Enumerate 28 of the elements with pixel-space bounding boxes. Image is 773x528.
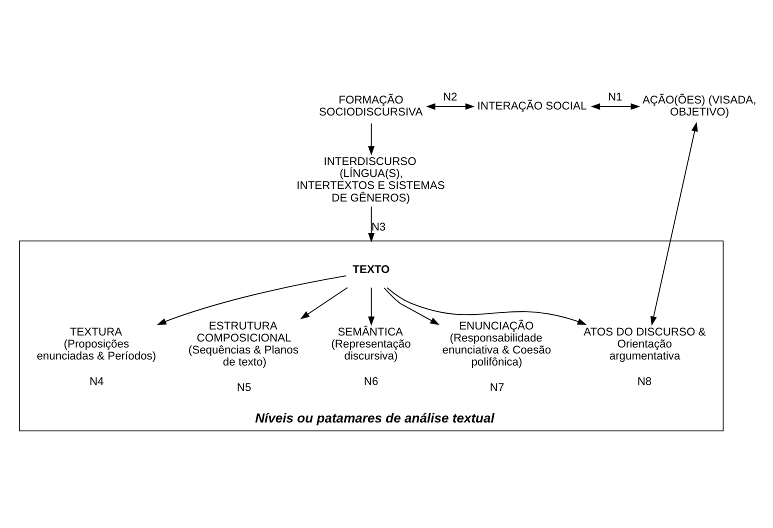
node-label: N6 <box>364 376 378 388</box>
node-text: SEMÂNTICA (Representação discursiva) <box>331 326 411 363</box>
node-text: TEXTURA (Proposições enunciadas & Períodos) <box>36 326 156 363</box>
edge-label: N3 <box>371 221 386 234</box>
arrow <box>384 287 440 326</box>
node-text: INTERAÇÃO SOCIAL <box>477 100 587 112</box>
node-text: AÇÃO(ÕES) (VISADA, OBJETIVO) <box>642 94 756 118</box>
arrow <box>368 287 375 326</box>
node-text: ATOS DO DISCURSO & Orientação argumentativa <box>584 326 706 363</box>
arrow <box>368 122 375 156</box>
node-text: ESTRUTURA COMPOSICIONAL (Sequências & Planos de texto) <box>188 320 298 369</box>
arrow <box>386 287 587 325</box>
arrow <box>426 103 475 110</box>
node-label: N7 <box>490 382 504 394</box>
node-label: N4 <box>89 376 104 388</box>
node-text: TEXTO <box>352 264 390 276</box>
node-text: FORMAÇÃO SOCIODISCURSIVA <box>319 94 423 118</box>
edge-label: N2 <box>442 92 458 104</box>
arrow <box>300 287 348 320</box>
node-text: INTERDISCURSO (LÍNGUA(S), INTERTEXTOS E SISTEMAS DE GÊNEROS) <box>296 156 445 204</box>
node-text: ENUNCIAÇÃO (Responsabilidade enunciativa & Coesão polifônica) <box>442 320 552 369</box>
arrow <box>156 275 347 326</box>
arrow <box>650 122 698 326</box>
arrow <box>368 206 375 242</box>
edge-label: N1 <box>608 92 622 104</box>
arrow <box>590 103 640 110</box>
node-label: N5 <box>236 382 252 394</box>
node-label: N8 <box>637 376 652 388</box>
